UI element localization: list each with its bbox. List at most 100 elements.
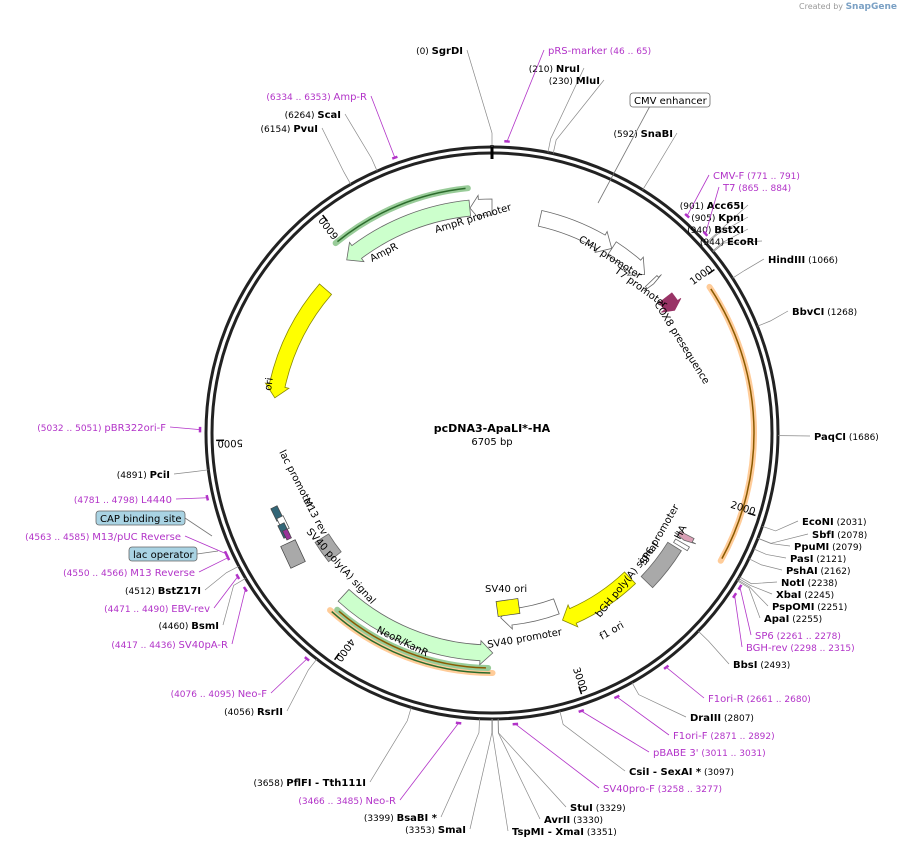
feature-cmv-promoter	[606, 241, 646, 276]
credit-prefix: Created by	[799, 2, 844, 11]
primer-name: Amp-R	[334, 92, 368, 103]
site-name: PshAI	[786, 566, 818, 577]
site-leader	[440, 718, 480, 818]
site-position: (901)	[680, 202, 707, 212]
feature-neor-kanr	[337, 588, 494, 666]
primer-name: SV40pro-F	[603, 784, 655, 795]
site-name: PasI	[790, 554, 813, 565]
site-name: NruI	[556, 64, 580, 75]
tick-label: 3000	[570, 666, 589, 694]
orf-line	[336, 187, 466, 243]
primer-sv40pro-f: SV40pro-F (3258 .. 3277)	[603, 784, 722, 795]
site-name: SbfI	[812, 530, 834, 541]
site-ppumi: PpuMI (2079)	[794, 542, 862, 553]
site-position: (2078)	[834, 531, 867, 541]
primer-leader	[399, 722, 459, 801]
site-name: BbvCI	[792, 307, 824, 318]
tick-mark	[322, 214, 329, 222]
feature-ampr	[346, 199, 472, 263]
site-snabi: (592) SnaBI	[614, 129, 673, 140]
site-leader	[469, 718, 493, 830]
lac-operator-label: lac operator	[133, 550, 194, 561]
primer-name: F1ori-F	[673, 731, 708, 742]
feature-ori	[264, 283, 333, 399]
primer-mark	[702, 230, 709, 237]
site-draiii: DraIII (2807)	[690, 713, 754, 724]
primer-position: (771 .. 791)	[744, 172, 800, 182]
site-pasi: PasI (2121)	[790, 554, 846, 565]
primer-mark	[205, 494, 210, 501]
site-name: PpuMI	[794, 542, 829, 553]
site-name: SgrDI	[432, 46, 463, 57]
primer-name: BGH-rev	[746, 643, 788, 654]
site-position: (2162)	[818, 567, 851, 577]
primer-position: (2298 .. 2315)	[788, 644, 855, 654]
site-name: PspOMI	[772, 602, 814, 613]
site-leader	[466, 49, 493, 147]
site-leader	[547, 67, 585, 153]
tick-label: 1000	[688, 264, 715, 288]
site-kpni: (905) KpnI	[691, 213, 744, 224]
site-leader	[631, 682, 687, 718]
primer-position: (865 .. 884)	[735, 184, 791, 194]
site-position: (2121)	[813, 555, 846, 565]
primer-mark	[455, 721, 462, 725]
primer-position: (4781 .. 4798)	[74, 496, 141, 506]
site-position: (3329)	[593, 804, 626, 814]
primer-name: pBR322ori-F	[104, 423, 166, 434]
primer-m13-reverse: (4550 .. 4566) M13 Reverse	[63, 568, 195, 579]
site-name: DraIII	[690, 713, 721, 724]
primer-position: (4563 .. 4585)	[25, 533, 92, 543]
site-leader	[552, 79, 605, 154]
site-name: AvrII	[544, 815, 570, 826]
site-position: (0)	[416, 47, 432, 57]
site-leader	[497, 718, 541, 820]
primer-mark	[663, 664, 670, 670]
primer-cmv-f: CMV-F (771 .. 791)	[713, 171, 800, 182]
primer-position: (2261 .. 2278)	[774, 632, 841, 642]
site-name: BbsI	[733, 660, 757, 671]
feature-t7-promoter	[643, 274, 662, 292]
primer-pbabe-3: pBABE 3' (3011 .. 3031)	[653, 748, 766, 759]
site-bstz17i: (4512) BstZ17I	[125, 586, 201, 597]
primer-name: Neo-F	[238, 689, 268, 700]
site-position: (1686)	[846, 433, 879, 443]
primer-leader	[686, 174, 710, 216]
site-leader	[739, 576, 778, 585]
site-name: KpnI	[718, 213, 744, 224]
sv40-polya-signal-label: SV40 poly(A) signal	[304, 527, 378, 607]
site-sbfi: SbfI (2078)	[812, 530, 867, 541]
primer-mark	[737, 584, 743, 591]
site-name: HindIII	[768, 255, 805, 266]
primer-sv40pa-r: (4417 .. 4436) SV40pA-R	[111, 640, 228, 651]
site-scai: (6264) ScaI	[285, 110, 341, 121]
site-smai: (3353) SmaI	[405, 825, 466, 836]
primer-name: T7	[722, 183, 735, 194]
site-leader	[737, 579, 769, 607]
site-leader	[705, 204, 749, 244]
site-position: (2245)	[801, 591, 834, 601]
site-position: (2079)	[829, 543, 862, 553]
site-leader	[497, 718, 567, 808]
primer-name: pRS-marker	[548, 46, 608, 57]
primer-mark	[732, 592, 738, 599]
site-pspomi: PspOMI (2251)	[772, 602, 847, 613]
site-paqci: PaqCI (1686)	[814, 432, 879, 443]
site-leader	[369, 707, 412, 783]
m13-rev-mark	[282, 528, 292, 541]
site-position: (4512)	[125, 587, 158, 597]
site-name: EcoRI	[727, 237, 758, 248]
tick-mark	[334, 652, 340, 661]
site-leader	[642, 132, 678, 191]
site-name: SmaI	[438, 825, 466, 836]
site-apai: ApaI (2255)	[764, 614, 822, 625]
primer-leader	[198, 557, 229, 573]
site-avrii: AvrII (3330)	[544, 815, 603, 826]
feature-ha	[674, 530, 696, 545]
primer-mark	[304, 656, 310, 662]
snapgene-credit: Created by SnapGene	[799, 2, 897, 12]
tick-mark	[747, 512, 756, 517]
tick-label: 6000	[317, 214, 341, 241]
site-position: (944)	[700, 238, 727, 248]
